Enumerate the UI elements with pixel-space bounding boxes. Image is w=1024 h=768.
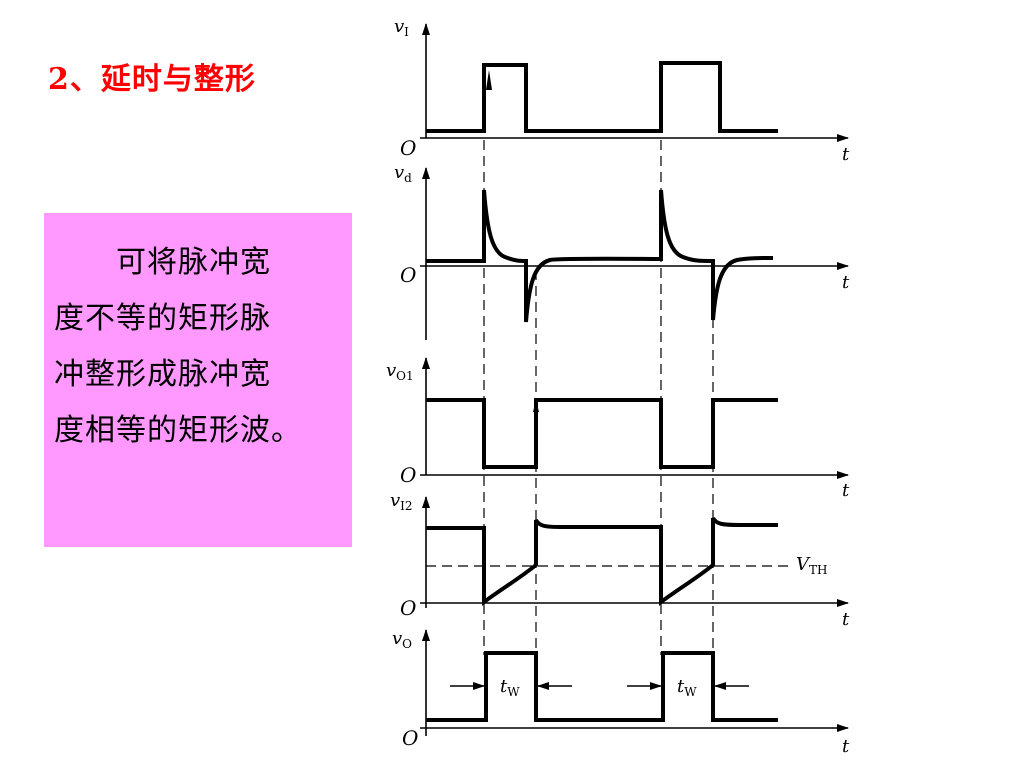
origin-label: O — [400, 136, 416, 160]
axis-label-vd: vd — [394, 162, 412, 185]
time-label: t — [842, 480, 850, 501]
axis-label-vi: vI — [394, 16, 409, 39]
vd-waveform — [426, 189, 774, 323]
time-label: t — [842, 736, 850, 757]
origin-label: O — [400, 263, 416, 287]
slide-title: 2、延时与整形 — [48, 62, 256, 97]
panel-vo: vO O t tW tW — [392, 628, 850, 757]
panel-vi: vI O t — [394, 16, 850, 165]
description-line: 可将脉冲宽 — [54, 245, 271, 280]
threshold-label: VTH — [796, 554, 827, 577]
vi-waveform — [426, 61, 778, 133]
origin-label: O — [400, 596, 416, 620]
origin-label: O — [402, 726, 418, 750]
axis-label-vi2: vI2 — [390, 490, 413, 513]
panel-vd: vd O t — [394, 162, 850, 340]
panel-vo1: vO1 O t — [386, 357, 850, 501]
vo-waveform — [426, 651, 778, 722]
vi2-waveform — [426, 516, 778, 606]
axis-label-vo1: vO1 — [386, 360, 414, 383]
pulse-width-label: tW — [677, 676, 697, 699]
time-label: t — [842, 272, 850, 293]
description-line: 度相等的矩形波。 — [54, 413, 302, 448]
description-box: 可将脉冲宽 度不等的矩形脉 冲整形成脉冲宽 度相等的矩形波。 — [44, 213, 352, 547]
description-line: 度不等的矩形脉 — [54, 301, 271, 336]
panel-vi2: vI2 VTH O t — [390, 490, 850, 630]
vo1-waveform — [426, 398, 778, 469]
axis-label-vo: vO — [392, 628, 412, 651]
origin-label: O — [400, 463, 416, 487]
time-label: t — [842, 609, 850, 630]
time-label: t — [842, 144, 850, 165]
description-line: 冲整形成脉冲宽 — [54, 357, 271, 392]
pulse-width-label: tW — [500, 676, 520, 699]
